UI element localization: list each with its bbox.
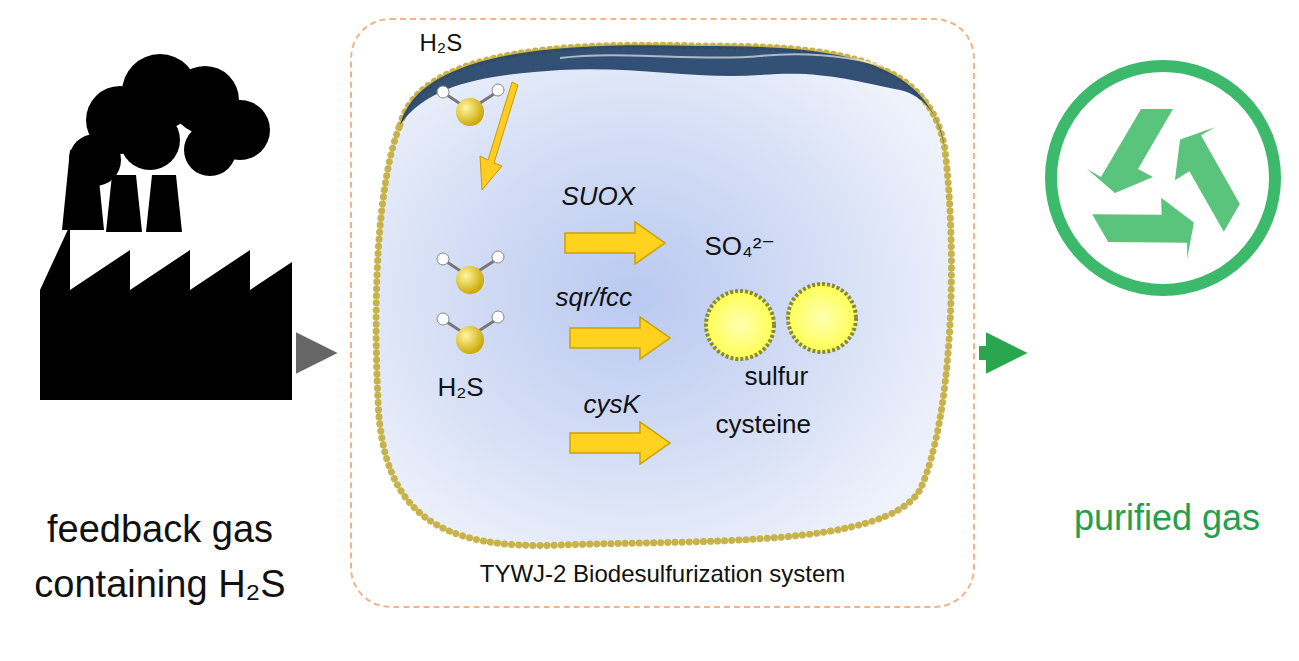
gene-label: cysK <box>584 390 640 419</box>
output-arrow <box>979 346 1011 360</box>
product-label: cysteine <box>716 410 811 439</box>
gene-label: SUOX <box>562 182 636 211</box>
bacterial-cell <box>376 45 951 545</box>
source-node: feedback gas containing H₂S <box>8 60 312 612</box>
output-node: purified gas <box>1040 40 1294 544</box>
h2s-molecule <box>437 251 504 294</box>
h2s-molecule <box>437 84 504 126</box>
sulfur-globule <box>706 284 856 359</box>
system-box: TYWJ-2 Biodesulfurization system H₂S SUOX S… <box>350 18 975 608</box>
product-label: sulfur <box>745 362 809 391</box>
gene-label: sqr/fcc <box>556 283 633 312</box>
node-text: TYWJ-2 Biodesulfurization system <box>480 557 845 592</box>
node-text: purified gas <box>1074 492 1260 544</box>
h2s-molecule <box>437 311 504 354</box>
molecule-label: H₂S <box>420 30 463 56</box>
node-text: feedback gas containing H₂S <box>15 502 305 612</box>
input-arrow <box>316 346 321 360</box>
entry-arrow <box>480 82 518 190</box>
recycle-icon <box>1051 66 1275 290</box>
reaction-arrow <box>565 222 670 464</box>
product-label: SO₄²⁻ <box>705 232 776 261</box>
molecule-label: H₂S <box>438 373 484 402</box>
factory-icon <box>40 54 292 400</box>
